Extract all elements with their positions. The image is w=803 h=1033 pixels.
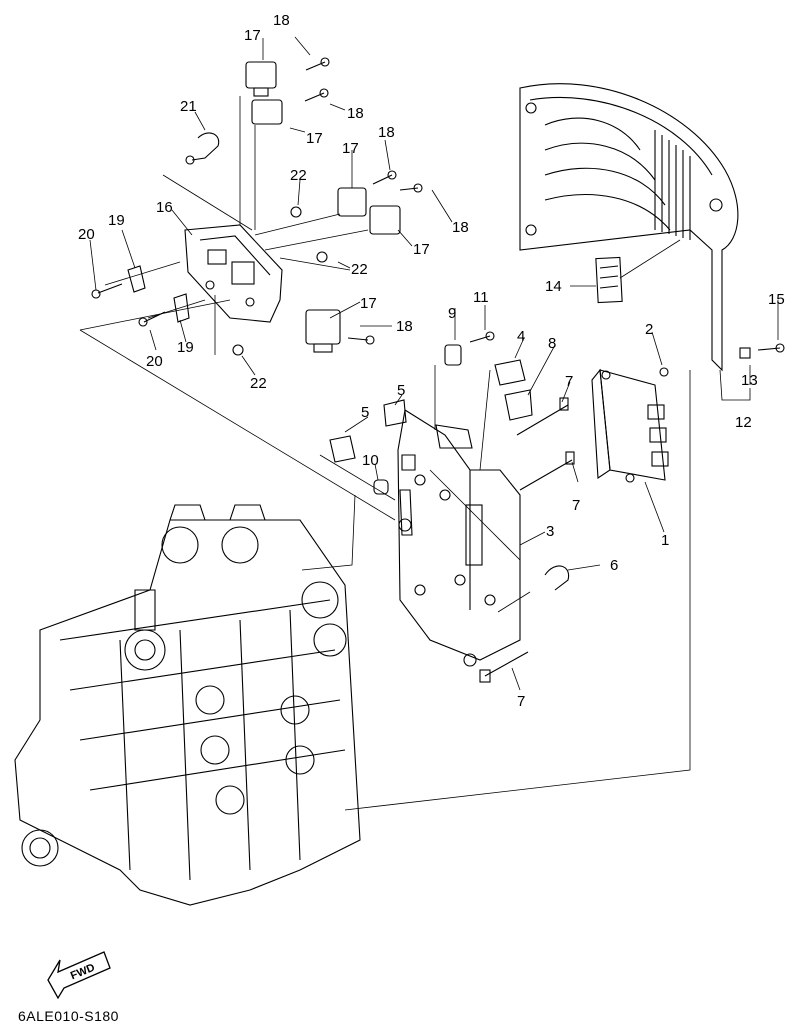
callout-3: 3 <box>546 523 554 540</box>
callout-7: 7 <box>517 693 525 710</box>
clamp-21 <box>185 132 220 165</box>
callout-8: 8 <box>548 335 556 352</box>
clip-19 <box>127 265 190 323</box>
callout-2: 2 <box>645 321 653 338</box>
relay <box>245 61 401 353</box>
fwd-arrow-icon <box>47 951 111 1000</box>
callout-22: 22 <box>290 167 307 184</box>
diagram-code: 6ALE010-S180 <box>18 1008 119 1024</box>
leader-lines <box>79 36 779 811</box>
ecu-module <box>591 368 669 483</box>
callout-19: 19 <box>108 212 125 229</box>
callout-22: 22 <box>250 375 267 392</box>
callout-18: 18 <box>452 219 469 236</box>
callout-18: 18 <box>378 124 395 141</box>
electrical-cover <box>519 83 739 372</box>
callout-17: 17 <box>306 130 323 147</box>
engine-block <box>14 504 361 906</box>
label-14 <box>595 256 623 304</box>
callout-7: 7 <box>565 373 573 390</box>
mounting-plate <box>397 409 521 667</box>
callout-12: 12 <box>735 414 752 431</box>
callout-11: 11 <box>473 289 489 306</box>
callout-5: 5 <box>361 404 369 421</box>
callout-14: 14 <box>545 278 562 295</box>
relay-bracket <box>184 224 283 323</box>
callout-17: 17 <box>413 241 430 258</box>
callout-10: 10 <box>362 452 379 469</box>
callout-18: 18 <box>273 12 290 29</box>
callout-18: 18 <box>396 318 413 335</box>
callout-16: 16 <box>156 199 173 216</box>
callout-17: 17 <box>244 27 261 44</box>
callout-20: 20 <box>146 353 163 370</box>
callout-9: 9 <box>448 305 456 322</box>
callout-17: 17 <box>342 140 359 157</box>
callout-7: 7 <box>572 497 580 514</box>
callout-1: 1 <box>661 532 669 549</box>
callout-22: 22 <box>351 261 368 278</box>
callout-20: 20 <box>78 226 95 243</box>
callout-4: 4 <box>517 328 525 345</box>
callout-6: 6 <box>610 557 618 574</box>
callout-15: 15 <box>768 291 785 308</box>
callout-13: 13 <box>741 372 758 389</box>
callout-5: 5 <box>397 382 405 399</box>
callout-18: 18 <box>347 105 364 122</box>
callout-21: 21 <box>180 98 197 115</box>
callout-labels: 18 17 18 17 21 18 17 22 18 17 16 19 20 2… <box>78 12 785 710</box>
callout-17: 17 <box>360 295 377 312</box>
callout-19: 19 <box>177 339 194 356</box>
